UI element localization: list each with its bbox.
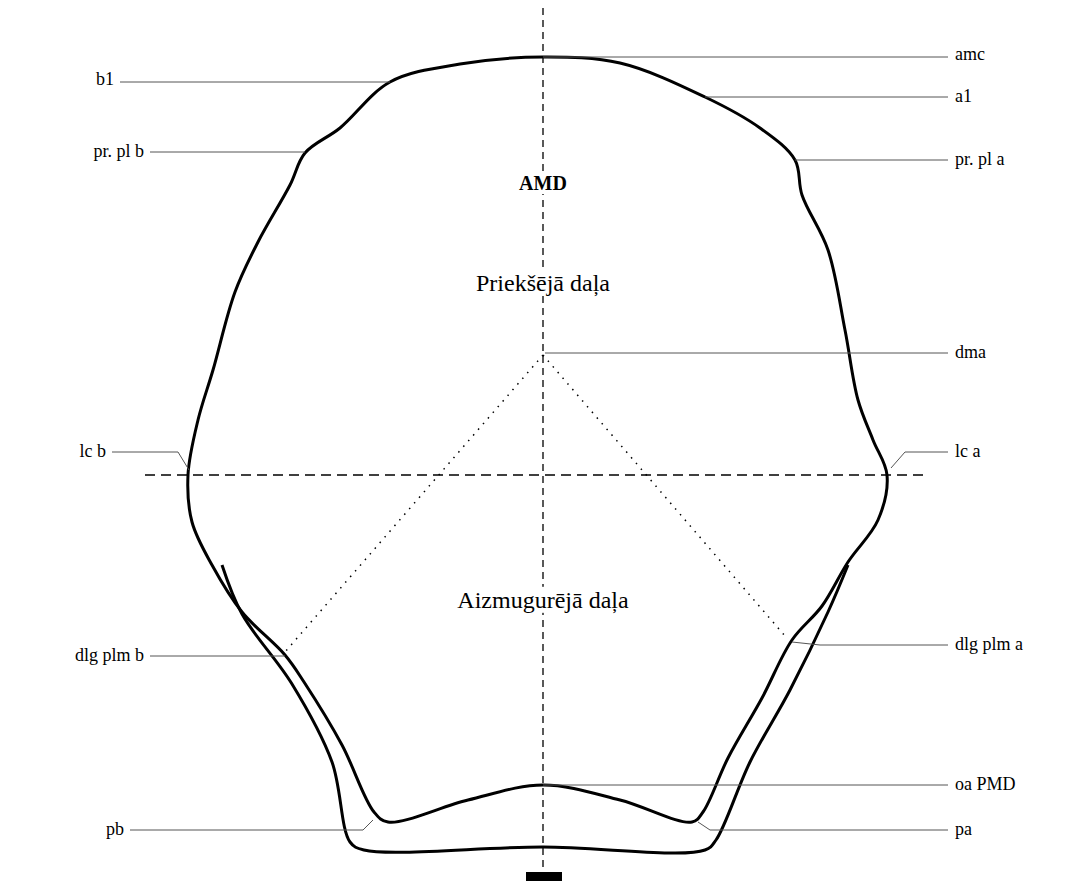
pmd-outline [222, 565, 848, 853]
leader-line [705, 97, 948, 98]
leader-line [150, 152, 305, 153]
axis-bar [526, 872, 562, 881]
part-label: dlg plm a [955, 635, 1023, 655]
leader-line [543, 57, 948, 58]
part-label: oa PMD [955, 775, 1016, 795]
part-label: dma [955, 343, 986, 363]
amd-outline [188, 57, 887, 822]
part-label: pa [955, 820, 972, 840]
part-label: pr. pl a [955, 150, 1005, 170]
leader-line [112, 452, 189, 470]
part-label: lc b [80, 442, 107, 462]
part-label: a1 [955, 87, 972, 107]
leader-line [120, 82, 390, 83]
leader-line [150, 656, 285, 657]
leader-line [698, 822, 948, 830]
part-label: dlg plm b [75, 646, 144, 666]
leader-line [795, 160, 948, 161]
leader-line [130, 820, 373, 830]
part-label: Aizmugurējā daļa [453, 587, 632, 613]
midline-axis [542, 8, 543, 868]
part-label: amc [955, 45, 985, 65]
part-label: pr. pl b [93, 142, 144, 162]
part-label: lc a [955, 442, 980, 462]
part-label: pb [106, 820, 124, 840]
part-label: Priekšējā daļa [472, 270, 614, 296]
part-label: b1 [96, 70, 114, 90]
transverse-axis [145, 474, 925, 475]
leader-line [545, 353, 948, 354]
leader-line [792, 642, 948, 645]
part-label: AMD [515, 172, 571, 194]
leader-line [543, 785, 948, 786]
leader-line [891, 452, 948, 468]
